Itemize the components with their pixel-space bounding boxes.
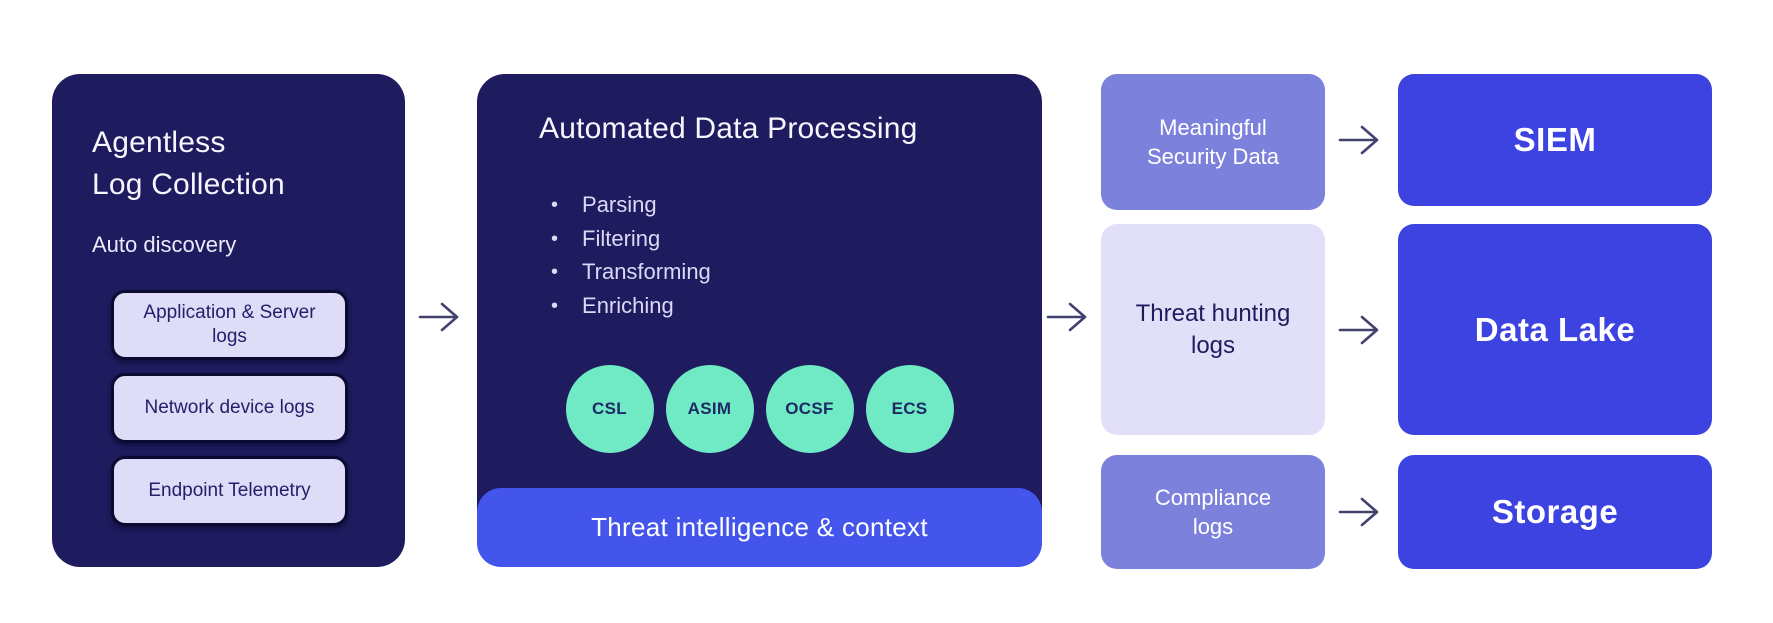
log-source-list: Application & Server logs Network device… (92, 290, 367, 526)
data-lake-label: Data Lake (1474, 310, 1636, 348)
schema-ecs-badge: ECS (865, 365, 954, 453)
source-endpoint-telemetry: Endpoint Telemetry (111, 456, 348, 526)
output-threat-hunting-logs-label: Threat hunting logs (1135, 299, 1291, 359)
step-filtering: Filtering (551, 226, 1042, 253)
destination-siem: SIEM (1398, 74, 1712, 206)
processing-title: Automated Data Processing (539, 112, 918, 145)
step-enriching: Enriching (551, 293, 1042, 320)
threat-intelligence-bar: Threat intelligence & context (477, 488, 1042, 567)
storage-label: Storage (1491, 493, 1619, 530)
schema-csl-badge: CSL (565, 365, 654, 453)
collection-title-line1: Agentless (92, 126, 226, 159)
output-compliance-logs-label: Compliance logs (1154, 484, 1272, 539)
siem-label: SIEM (1513, 121, 1597, 158)
auto-discovery-label: Auto discovery (92, 232, 237, 257)
arrow-to-storage-icon (1338, 494, 1382, 530)
arrow-to-data-lake-icon (1338, 312, 1382, 348)
collection-title-line2: Log Collection (92, 168, 285, 201)
source-application-server-logs: Application & Server logs (111, 290, 348, 360)
output-meaningful-security-data-label: Meaningful Security Data (1146, 114, 1280, 169)
step-parsing: Parsing (551, 192, 1042, 219)
collection-title: Agentless Log Collection (92, 122, 367, 206)
automated-data-processing-panel: Automated Data Processing Parsing Filter… (477, 74, 1042, 567)
agentless-log-collection-panel: Agentless Log Collection Auto discovery … (52, 74, 405, 567)
schema-asim-badge: ASIM (665, 365, 754, 453)
threat-intelligence-label: Threat intelligence & context (591, 512, 928, 542)
schema-badges: CSL ASIM OCSF ECS (477, 365, 1042, 453)
arrow-processing-to-outputs-icon (1046, 299, 1090, 335)
arrow-to-siem-icon (1338, 122, 1382, 158)
destination-storage: Storage (1398, 455, 1712, 569)
step-transforming: Transforming (551, 259, 1042, 286)
destination-data-lake: Data Lake (1398, 224, 1712, 435)
output-compliance-logs: Compliance logs (1101, 455, 1325, 569)
source-network-device-logs: Network device logs (111, 373, 348, 443)
output-threat-hunting-logs: Threat hunting logs (1101, 224, 1325, 435)
output-meaningful-security-data: Meaningful Security Data (1101, 74, 1325, 210)
arrow-collection-to-processing-icon (418, 299, 462, 335)
schema-ocsf-badge: OCSF (765, 365, 854, 453)
processing-steps-list: Parsing Filtering Transforming Enriching (551, 192, 1042, 319)
